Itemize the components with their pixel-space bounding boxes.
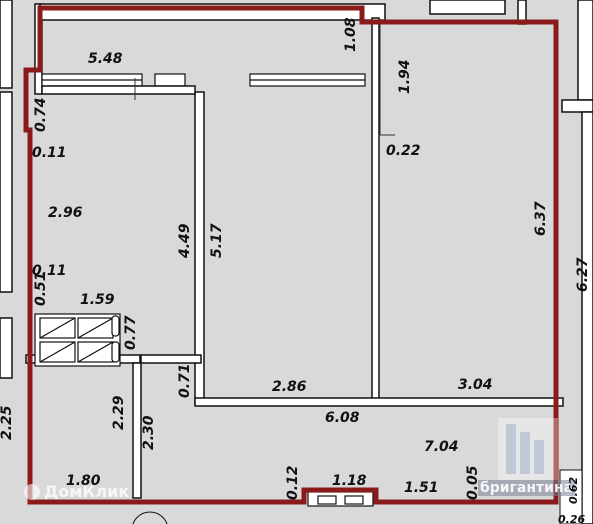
dim-0-51: 0.51 <box>33 271 49 306</box>
dim-6-08: 6.08 <box>325 410 360 426</box>
dim-2-96: 2.96 <box>48 205 83 221</box>
dim-2-30: 2.30 <box>141 415 157 450</box>
dim-0-77: 0.77 <box>123 315 139 350</box>
domclick-watermark: ДомКлик <box>44 482 130 501</box>
dim-1-94: 1.94 <box>397 59 413 94</box>
dim-0-22: 0.22 <box>386 143 421 159</box>
brigantina-watermark: бригантина <box>478 480 576 496</box>
kitchen-appliance <box>34 313 121 367</box>
interior-walls <box>25 17 564 499</box>
dim-3-04: 3.04 <box>458 377 493 393</box>
dim-1-80: 1.80 <box>66 473 101 489</box>
apartment-boundary <box>23 5 559 505</box>
dim-0-26: 0.26 <box>558 513 586 524</box>
dim-0-11-top: 0.11 <box>32 145 67 161</box>
dim-2-29: 2.29 <box>111 395 127 430</box>
brigantina-logo <box>498 418 558 480</box>
dim-7-04: 7.04 <box>424 439 459 455</box>
dim-1-59: 1.59 <box>80 292 115 308</box>
dim-5-17: 5.17 <box>209 223 225 258</box>
dim-6-27: 6.27 <box>575 257 591 292</box>
domclick-logo-icon <box>24 484 40 500</box>
dim-1-18: 1.18 <box>332 473 367 489</box>
dim-0-62: 0.62 <box>567 476 580 504</box>
dim-1-08: 1.08 <box>343 17 359 52</box>
dimension-ticks <box>134 20 395 136</box>
dim-4-49: 4.49 <box>177 223 193 258</box>
dim-5-48: 5.48 <box>88 51 123 67</box>
dim-1-51: 1.51 <box>404 480 439 496</box>
dim-0-05: 0.05 <box>465 465 481 500</box>
dim-0-71: 0.71 <box>177 363 193 398</box>
dim-2-25: 2.25 <box>0 405 15 440</box>
balcony-windows <box>41 73 366 87</box>
dim-2-86: 2.86 <box>272 379 307 395</box>
dim-0-11-mid: 0.11 <box>32 263 67 279</box>
dim-0-12: 0.12 <box>285 465 301 500</box>
bottom-window <box>307 491 374 507</box>
dim-6-37: 6.37 <box>533 201 549 236</box>
dim-0-74: 0.74 <box>33 97 49 132</box>
